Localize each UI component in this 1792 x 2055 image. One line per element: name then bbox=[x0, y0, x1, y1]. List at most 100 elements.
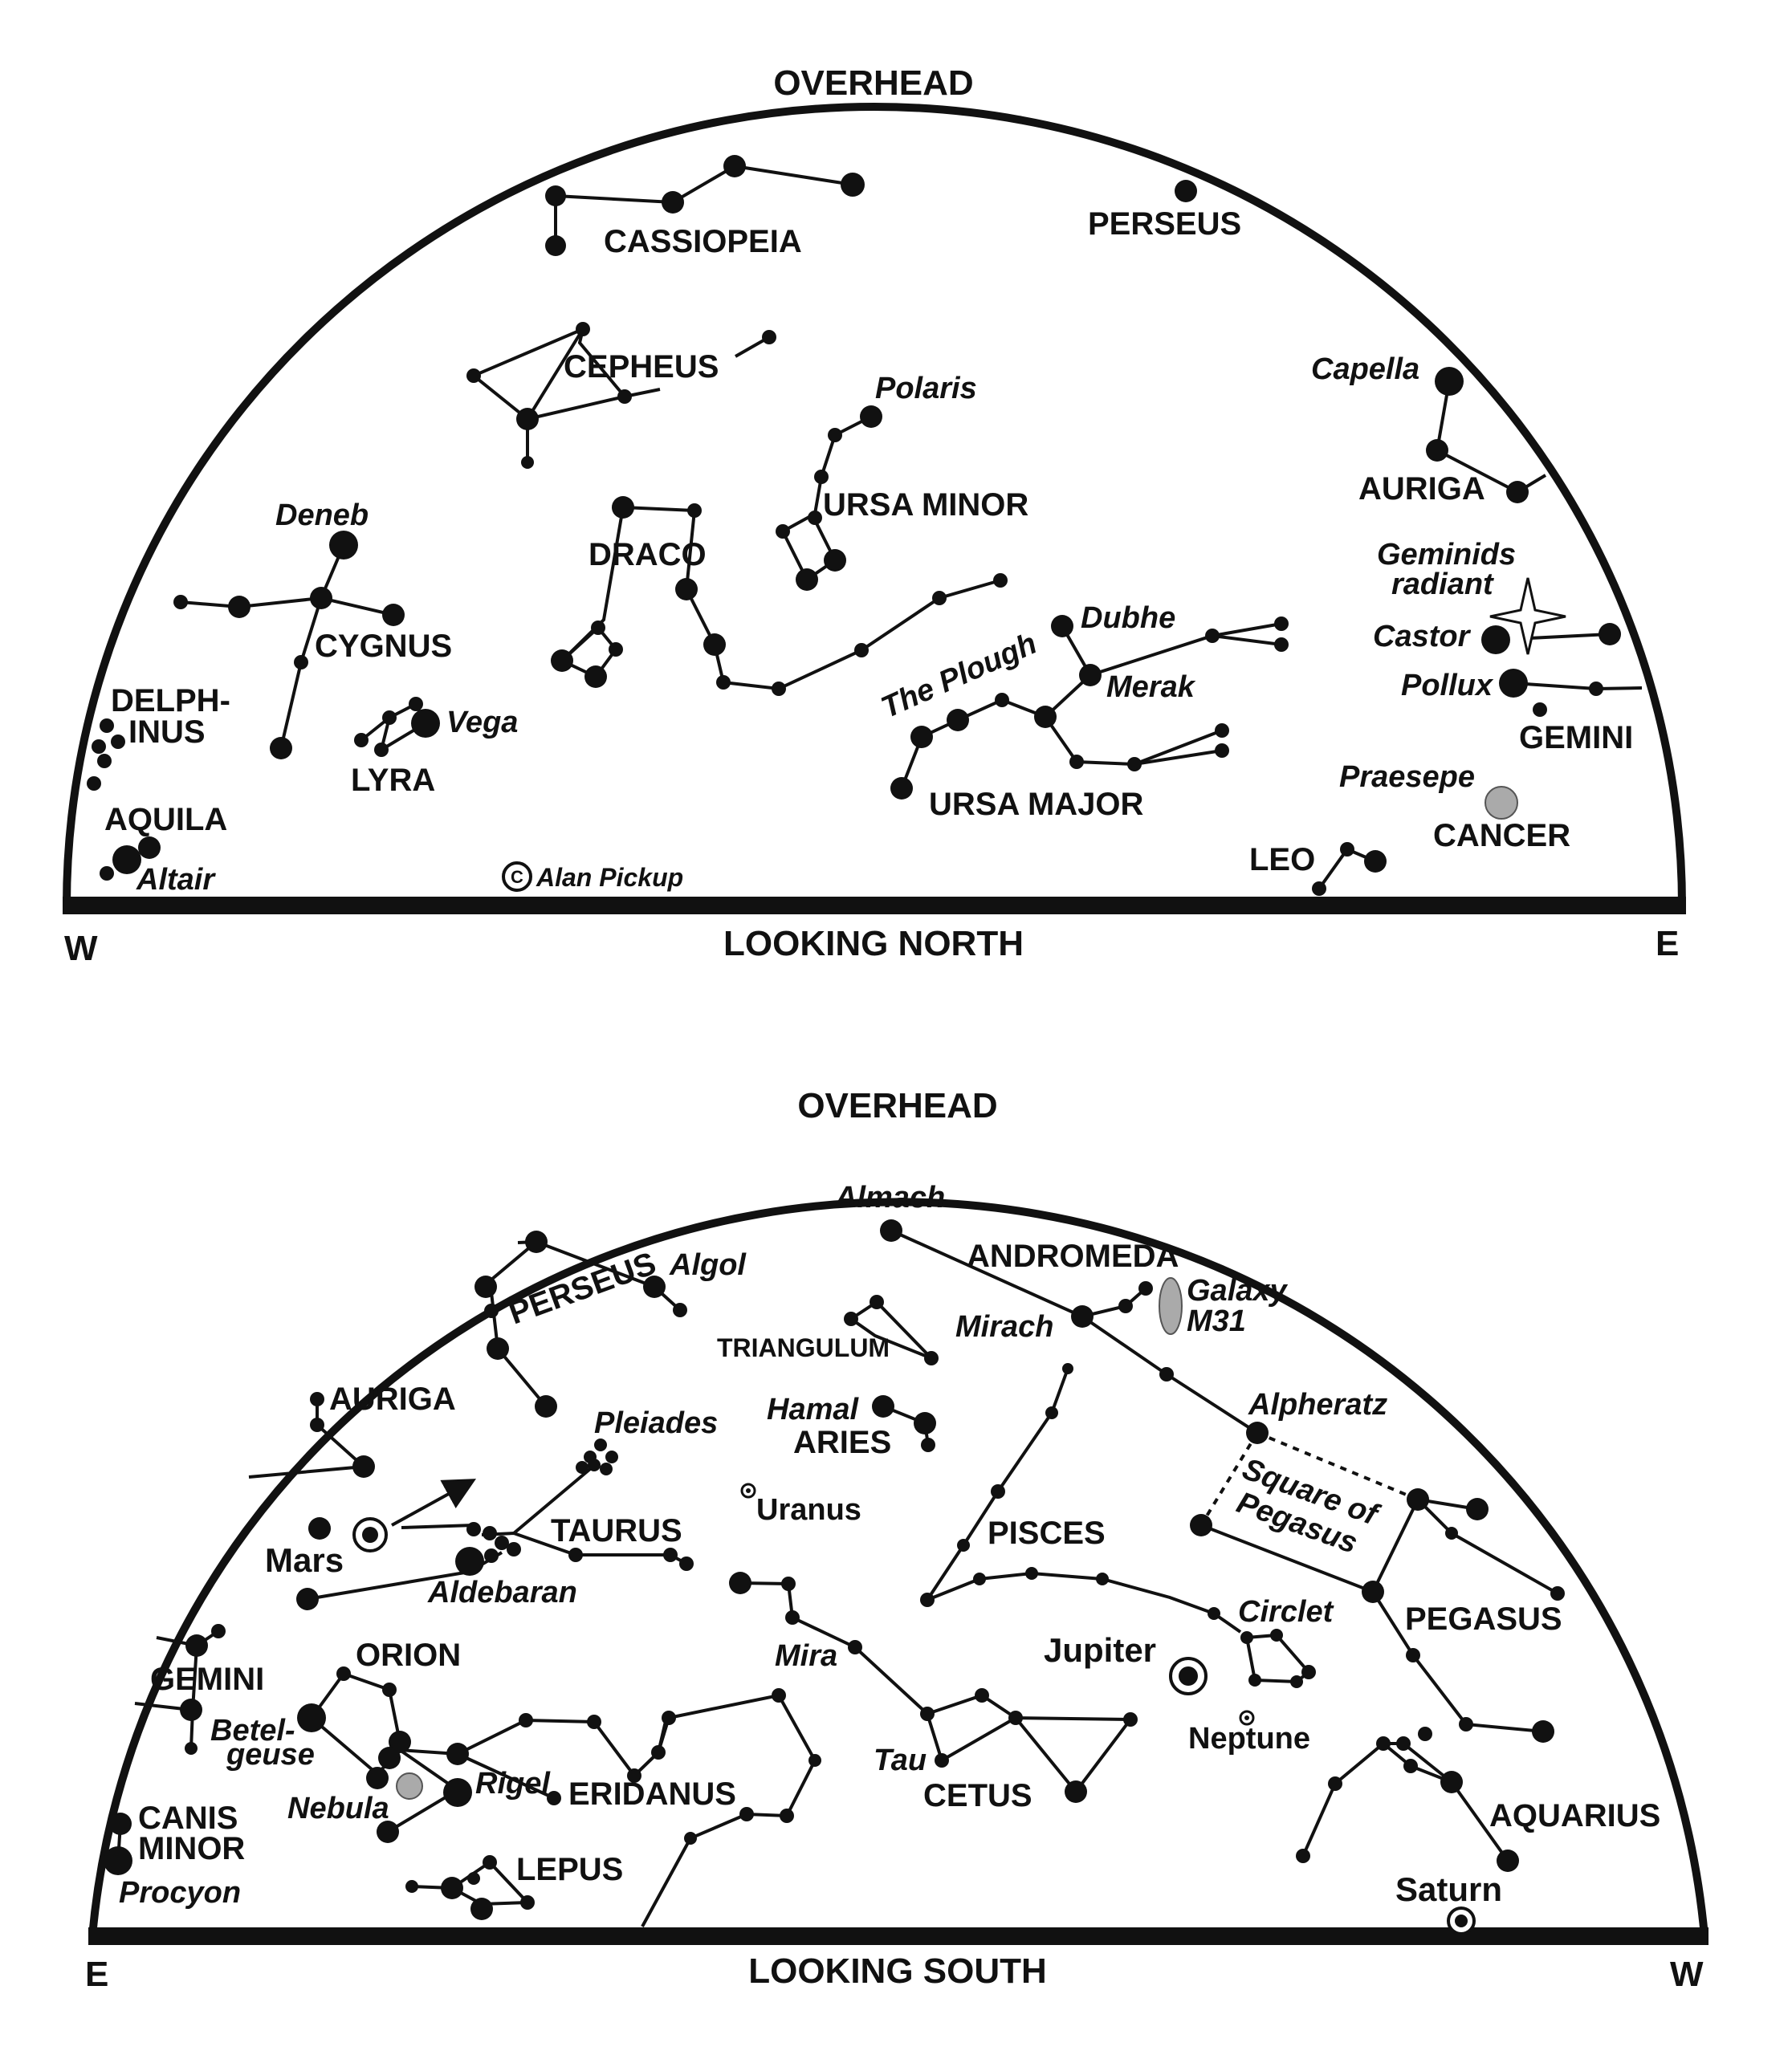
star-dot bbox=[1481, 625, 1510, 654]
star-dot bbox=[138, 836, 161, 859]
star-dot bbox=[854, 643, 869, 657]
label-canis-2: MINOR bbox=[138, 1831, 245, 1866]
label-capella: Capella bbox=[1311, 352, 1419, 386]
label-aldebaran: Aldebaran bbox=[427, 1576, 577, 1609]
label-aries: ARIES bbox=[793, 1425, 891, 1460]
neptune-planet-icon bbox=[1239, 1710, 1255, 1726]
label-tau: Tau bbox=[874, 1744, 927, 1777]
label-geminids-1: Geminids bbox=[1377, 538, 1516, 572]
star-dot bbox=[443, 1778, 472, 1807]
star-dot bbox=[662, 191, 684, 214]
ursa-minor-figure bbox=[776, 405, 882, 591]
label-geminids-2: radiant bbox=[1391, 568, 1494, 601]
star-dot bbox=[1118, 1299, 1133, 1313]
label-vega: Vega bbox=[446, 706, 518, 739]
north-title: LOOKING NORTH bbox=[723, 924, 1024, 963]
uranus-planet-icon bbox=[740, 1483, 756, 1499]
star-dot bbox=[297, 1703, 326, 1732]
star-dot bbox=[294, 655, 308, 669]
star-dot bbox=[808, 511, 822, 525]
star-dot bbox=[1246, 1422, 1269, 1444]
star-dot bbox=[111, 735, 125, 749]
star-dot bbox=[872, 1395, 894, 1418]
north-horizon-dome bbox=[63, 103, 1686, 906]
label-aquarius: AQUARIUS bbox=[1489, 1798, 1660, 1833]
star-dot bbox=[1062, 1363, 1073, 1374]
label-galaxy-1: Galaxy bbox=[1187, 1274, 1289, 1308]
star-dot bbox=[211, 1624, 226, 1638]
label-castor: Castor bbox=[1373, 620, 1472, 653]
jupiter-planet-icon bbox=[1169, 1657, 1208, 1695]
star-dot bbox=[310, 1392, 324, 1406]
star-dot bbox=[1426, 439, 1448, 462]
star-dot bbox=[382, 1683, 397, 1697]
star-dot bbox=[973, 1573, 986, 1585]
label-lepus: LEPUS bbox=[516, 1852, 623, 1887]
label-cassiopeia: CASSIOPEIA bbox=[604, 224, 802, 259]
north-west-label: W bbox=[64, 929, 98, 968]
star-dot bbox=[824, 549, 846, 572]
lyra-figure bbox=[354, 697, 440, 757]
label-ursa-major: URSA MAJOR bbox=[929, 787, 1144, 822]
star-dot bbox=[993, 573, 1008, 588]
label-gemini-north: GEMINI bbox=[1519, 720, 1633, 755]
label-leo: LEO bbox=[1249, 842, 1315, 877]
star-dot bbox=[947, 709, 969, 731]
star-dot bbox=[1340, 842, 1354, 857]
label-betel-2: geuse bbox=[226, 1738, 315, 1772]
star-dot bbox=[920, 1707, 935, 1721]
star-dot bbox=[483, 1526, 497, 1540]
star-dot bbox=[377, 1821, 399, 1843]
star-dot bbox=[382, 710, 397, 725]
star-dot bbox=[228, 596, 250, 618]
star-dot bbox=[684, 1832, 697, 1845]
star-dot bbox=[1532, 1720, 1554, 1743]
star-dot bbox=[663, 1548, 678, 1562]
star-dot bbox=[270, 737, 292, 759]
mars-planet-icon bbox=[352, 1517, 388, 1552]
star-dot bbox=[975, 1688, 989, 1703]
star-dot bbox=[1418, 1727, 1432, 1741]
star-dot bbox=[780, 1809, 794, 1823]
star-dot bbox=[374, 743, 389, 757]
label-nebula: Nebula bbox=[287, 1792, 389, 1825]
label-ursa-minor: URSA MINOR bbox=[823, 487, 1028, 523]
label-cetus: CETUS bbox=[923, 1778, 1032, 1813]
gemini-north-figure bbox=[1481, 577, 1643, 717]
star-dot bbox=[97, 754, 112, 768]
label-draco: DRACO bbox=[589, 537, 707, 572]
star-dot bbox=[109, 1813, 132, 1835]
label-delphinus-2: INUS bbox=[128, 714, 206, 750]
star-dot bbox=[1008, 1711, 1023, 1725]
star-dot bbox=[1274, 616, 1289, 631]
star-dot bbox=[521, 456, 534, 469]
label-saturn: Saturn bbox=[1395, 1870, 1502, 1908]
star-dot bbox=[516, 408, 539, 430]
aquila-figure bbox=[100, 836, 161, 881]
label-jupiter: Jupiter bbox=[1044, 1631, 1156, 1669]
label-cepheus: CEPHEUS bbox=[564, 349, 719, 385]
star-dot bbox=[1403, 1759, 1418, 1773]
perseus-south-figure bbox=[474, 1231, 687, 1418]
star-dot bbox=[1079, 664, 1102, 686]
star-dot bbox=[627, 1768, 641, 1783]
label-polaris: Polaris bbox=[875, 372, 977, 405]
south-title: LOOKING SOUTH bbox=[748, 1951, 1047, 1991]
label-triangulum: TRIANGULUM bbox=[717, 1333, 890, 1362]
south-overhead-label: OVERHEAD bbox=[797, 1086, 997, 1125]
star-dot bbox=[1445, 1527, 1458, 1540]
star-dot bbox=[828, 428, 842, 442]
aquarius-figure bbox=[1296, 1727, 1519, 1872]
star-dot bbox=[1045, 1406, 1058, 1419]
star-dot bbox=[776, 524, 790, 539]
star-dot bbox=[1127, 757, 1142, 771]
label-algol: Algol bbox=[669, 1248, 747, 1282]
label-aquila: AQUILA bbox=[104, 802, 227, 837]
label-mira: Mira bbox=[775, 1639, 837, 1673]
star-dot bbox=[185, 1634, 208, 1657]
north-overhead-label: OVERHEAD bbox=[773, 63, 973, 103]
star-dot bbox=[411, 709, 440, 738]
star-dot bbox=[781, 1577, 796, 1591]
star-dot bbox=[366, 1767, 389, 1789]
star-dot bbox=[100, 718, 114, 733]
